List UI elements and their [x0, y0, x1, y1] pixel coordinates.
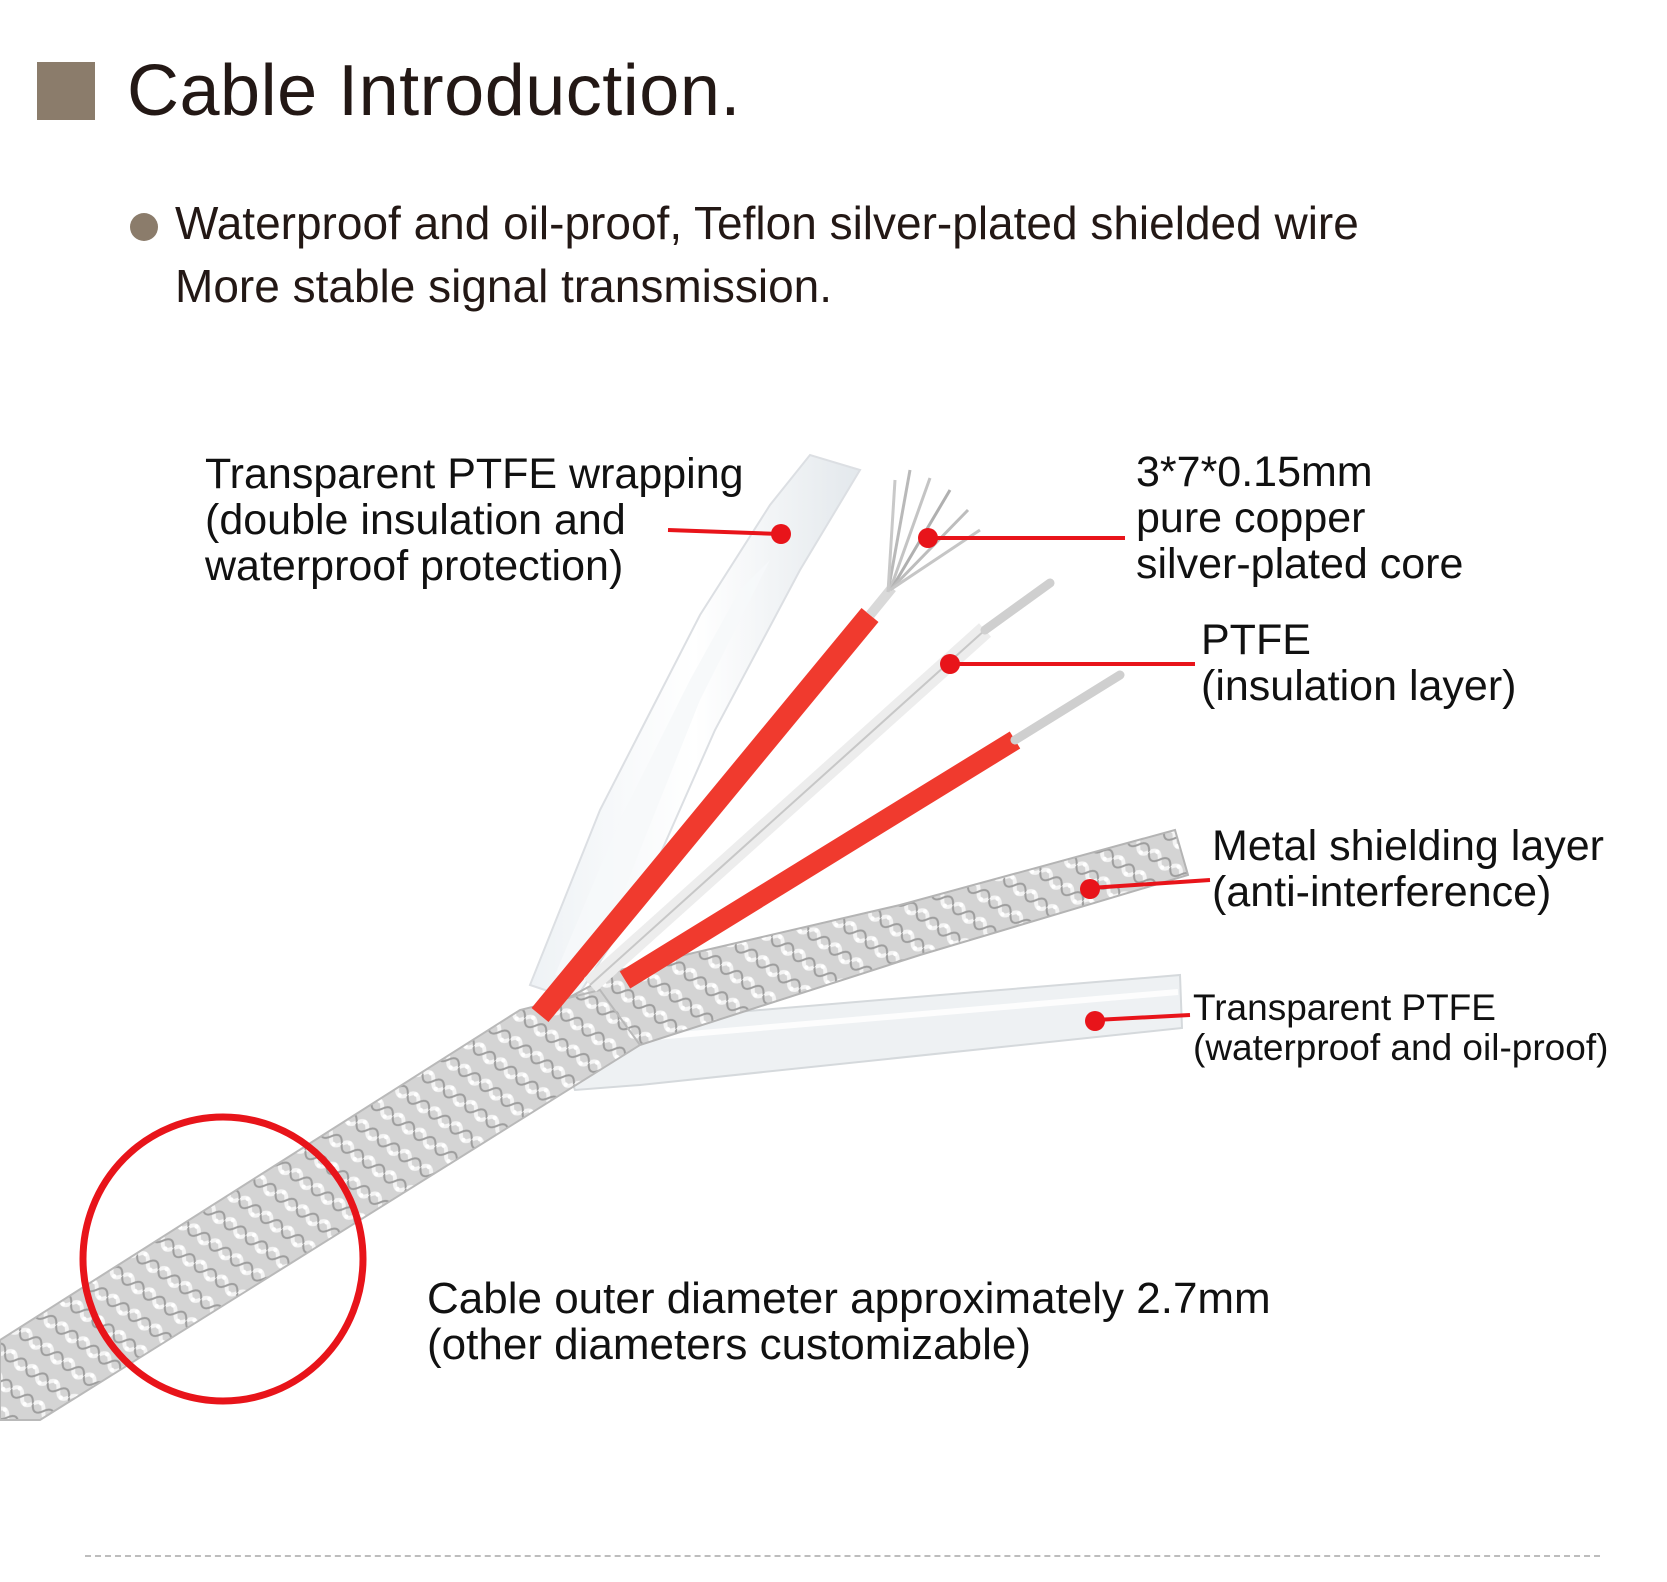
red-wire-lower [619, 670, 1125, 989]
header-square-icon [37, 62, 95, 120]
callout-shielding [1080, 878, 1211, 899]
label-insulation-layer-line-2: (insulation layer) [1201, 662, 1517, 710]
intro-text-line-1: Waterproof and oil-proof, Teflon silver-… [175, 197, 1359, 249]
label-ptfe-wrapping: Transparent PTFE wrapping (double insula… [205, 451, 744, 589]
label-copper-core-line-1: 3*7*0.15mm [1136, 448, 1373, 496]
callout-outer [1085, 1011, 1191, 1031]
callout-wrapping [667, 524, 791, 544]
label-insulation-layer: PTFE (insulation layer) [1201, 617, 1516, 709]
diameter-highlight-circle [79, 1113, 367, 1405]
callout-core [918, 528, 1125, 548]
label-shielding-layer-line-1: Metal shielding layer [1212, 822, 1604, 870]
label-ptfe-wrapping-line-2: (double insulation and [205, 496, 626, 544]
label-cable-diameter: Cable outer diameter approximately 2.7mm… [427, 1276, 1271, 1368]
label-copper-core-line-3: silver-plated core [1136, 540, 1464, 588]
label-copper-core-line-2: pure copper [1136, 494, 1366, 542]
label-outer-ptfe-line-2: (waterproof and oil-proof) [1193, 1027, 1609, 1068]
page-title: Cable Introduction. [127, 51, 741, 131]
label-cable-diameter-line-2: (other diameters customizable) [427, 1320, 1032, 1369]
label-outer-ptfe: Transparent PTFE (waterproof and oil-pro… [1193, 988, 1608, 1068]
label-copper-core: 3*7*0.15mm pure copper silver-plated cor… [1136, 449, 1463, 587]
label-shielding-layer: Metal shielding layer (anti-interference… [1212, 823, 1604, 915]
label-cable-diameter-line-1: Cable outer diameter approximately 2.7mm [427, 1274, 1271, 1323]
callout-insulation [940, 654, 1195, 674]
dashed-divider [85, 1555, 1600, 1557]
label-shielding-layer-line-2: (anti-interference) [1212, 868, 1552, 916]
label-ptfe-wrapping-line-3: waterproof protection) [205, 542, 624, 590]
label-insulation-layer-line-1: PTFE [1201, 616, 1311, 664]
clear-wire-middle [583, 578, 1055, 992]
label-ptfe-wrapping-line-1: Transparent PTFE wrapping [205, 450, 744, 498]
bullet-dot-icon [130, 213, 158, 241]
label-outer-ptfe-line-1: Transparent PTFE [1193, 987, 1496, 1028]
red-wire-upper [531, 584, 896, 1023]
intro-text-line-2: More stable signal transmission. [175, 260, 833, 312]
